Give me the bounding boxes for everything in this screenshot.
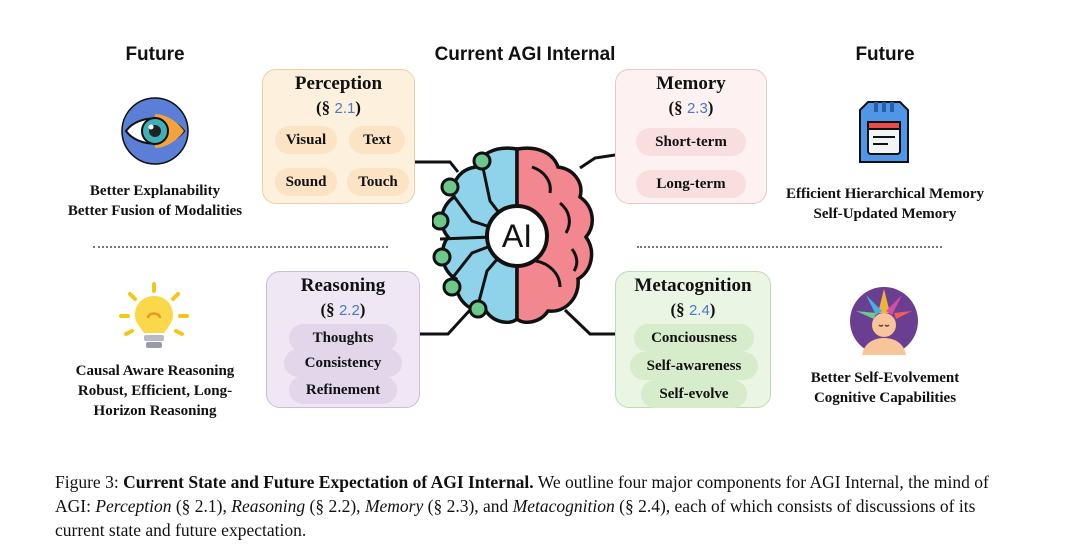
memory-item-short-term: Short-term — [636, 128, 746, 156]
caption-ref-3: (§ 2.3), and — [423, 496, 513, 516]
future-reasoning-line-1: Causal Aware Reasoning — [75, 363, 235, 379]
caption-text-2: (§ 2.4), each of which consists of discu… — [55, 496, 976, 540]
memory-card-icon — [859, 101, 909, 163]
caption-title: Current State and Future Expectation of … — [123, 472, 534, 492]
metacognition-section-ref: (§ 2.4) — [670, 300, 716, 319]
future-reasoning-line-3: Horizon Reasoning — [93, 403, 217, 419]
reasoning-item-consistency: Consistency — [284, 349, 402, 377]
caption-text-1: We outline four major components for AGI… — [55, 472, 989, 516]
memory-box: Memory (§ 2.3) Short-term Long-term — [615, 69, 767, 204]
metacognition-box: Metacognition (§ 2.4) Conciousness Self-… — [615, 271, 771, 408]
header-future-left: Future — [125, 44, 185, 65]
separator-right — [637, 246, 942, 248]
perception-item-visual: Visual — [275, 126, 337, 154]
lightbulb-icon — [119, 282, 189, 348]
eye-icon — [121, 97, 189, 165]
caption-ref-2: (§ 2.2), — [305, 496, 365, 516]
future-reasoning-text: Causal Aware Reasoning Robust, Efficient… — [45, 361, 265, 421]
caption-memory: Memory — [364, 496, 424, 516]
future-perception-line-1: Better Explanability — [89, 183, 221, 199]
future-perception-line-2: Better Fusion of Modalities — [67, 203, 243, 219]
reasoning-box: Reasoning (§ 2.2) Thoughts Consistency R… — [266, 271, 420, 408]
perception-section-ref: (§ 2.1) — [316, 98, 361, 117]
memory-section-ref: (§ 2.3) — [668, 98, 714, 117]
caption-perception: Perception — [95, 496, 172, 516]
reasoning-item-thoughts: Thoughts — [289, 324, 397, 352]
future-memory-text: Efficient Hierarchical Memory Self-Updat… — [760, 184, 1010, 224]
caption-ref-1: (§ 2.1), — [171, 496, 232, 516]
header-future-right: Future — [855, 44, 915, 65]
caption-label: Figure 3: — [55, 472, 119, 492]
metacognition-title: Metacognition — [634, 275, 752, 296]
future-metacognition-line-1: Better Self-Evolvement — [810, 370, 960, 386]
reasoning-section-ref: (§ 2.2) — [320, 300, 366, 319]
future-memory-line-1: Efficient Hierarchical Memory — [786, 186, 984, 202]
meditating-person-icon — [850, 287, 918, 355]
caption-metacognition: Metacognition — [512, 496, 615, 516]
future-metacognition-text: Better Self-Evolvement Cognitive Capabil… — [770, 368, 1000, 408]
perception-box: Perception (§ 2.1) Visual Text Sound Tou… — [262, 69, 415, 204]
future-perception-text: Better Explanability Better Fusion of Mo… — [40, 181, 270, 221]
header-current-agi-internal: Current AGI Internal — [434, 44, 616, 65]
caption-reasoning: Reasoning — [231, 496, 306, 516]
perception-item-sound: Sound — [275, 168, 337, 196]
future-metacognition-line-2: Cognitive Capabilities — [813, 390, 957, 406]
reasoning-item-refinement: Refinement — [289, 376, 397, 404]
memory-item-long-term: Long-term — [636, 170, 746, 198]
brain-label: AI — [502, 218, 532, 254]
metacognition-item-self-evolve: Self-evolve — [641, 380, 747, 408]
perception-item-text: Text — [349, 126, 405, 154]
brain-icon: AI — [432, 146, 594, 325]
memory-title: Memory — [656, 73, 726, 94]
future-memory-line-2: Self-Updated Memory — [813, 206, 957, 222]
separator-left — [93, 246, 388, 248]
reasoning-title: Reasoning — [300, 275, 386, 296]
metacognition-item-conciousness: Conciousness — [634, 324, 754, 352]
perception-title: Perception — [294, 73, 383, 94]
future-reasoning-line-2: Robust, Efficient, Long- — [77, 383, 233, 399]
metacognition-item-self-awareness: Self-awareness — [630, 352, 758, 380]
perception-item-touch: Touch — [347, 168, 409, 196]
figure-caption: Figure 3: Current State and Future Expec… — [55, 470, 1020, 542]
